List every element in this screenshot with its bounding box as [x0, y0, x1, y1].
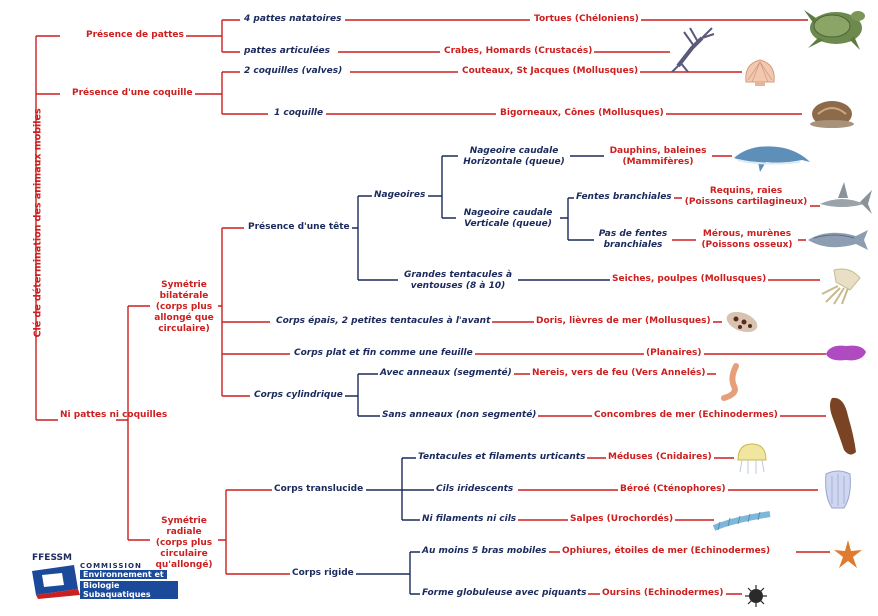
flatworm-icon — [826, 345, 866, 361]
salp-icon — [712, 511, 771, 531]
starfish-icon — [834, 540, 862, 568]
result-bigorneaux: Bigorneaux, Cônes (Mollusques) — [498, 108, 666, 119]
ffessm-logo: FFESSM COMMISSION Environnement et Biolo… — [28, 553, 178, 599]
label-cils-iridescents: Cils iridescents — [434, 484, 516, 495]
sb-line-1: Symétrie — [161, 280, 207, 290]
result-planaires: (Planaires) — [644, 348, 704, 359]
fish-icon — [808, 230, 868, 250]
pf-line-2: branchiales — [603, 240, 663, 250]
lobster-icon — [671, 27, 715, 73]
sb-line-3: (corps plus — [155, 302, 213, 312]
cv-line-2: Verticale (queue) — [464, 219, 552, 229]
sea-urchin-icon — [745, 585, 767, 607]
label-pas-fentes: Pas de fentes branchiales — [594, 229, 672, 251]
label-fentes-branchiales: Fentes branchiales — [574, 192, 674, 203]
ch-line-2: Horizontale (queue) — [463, 157, 565, 167]
sr-line-5: qu'allongé) — [155, 560, 213, 570]
result-dauphins: Dauphins, baleines (Mammifères) — [604, 146, 712, 168]
label-avec-anneaux: Avec anneaux (segmenté) — [378, 368, 514, 379]
result-couteaux: Couteaux, St Jacques (Mollusques) — [460, 66, 641, 77]
merous-line-1: Mérous, murènes — [702, 229, 792, 239]
result-oursins: Oursins (Echinodermes) — [600, 588, 726, 599]
gt-line-2: ventouses (8 à 10) — [410, 281, 506, 291]
result-crabes: Crabes, Homards (Crustacés) — [442, 46, 595, 57]
dauphins-line-1: Dauphins, baleines — [609, 146, 707, 156]
squid-icon — [821, 268, 861, 305]
result-nereis: Nereis, vers de feu (Vers Annelés) — [530, 368, 708, 379]
comb-jelly-icon — [825, 470, 851, 509]
result-meduses: Méduses (Cnidaires) — [606, 452, 714, 463]
sb-line-2: bilatérale — [159, 291, 209, 301]
result-merous: Mérous, murènes (Poissons osseux) — [696, 229, 798, 251]
jellyfish-icon — [737, 443, 767, 474]
sr-line-2: radiale — [166, 527, 202, 537]
merous-line-2: (Poissons osseux) — [701, 240, 793, 250]
dolphin-icon — [734, 146, 810, 172]
pf-line-1: Pas de fentes — [598, 229, 668, 239]
logo-ffessm: FFESSM — [32, 553, 72, 563]
label-pattes-articulees: pattes articulées — [242, 46, 333, 57]
label-corps-plat: Corps plat et fin comme une feuille — [292, 348, 475, 359]
label-deux-coquilles: 2 coquilles (valves) — [242, 66, 345, 77]
label-presence-tete: Présence d'une tête — [246, 222, 352, 233]
label-corps-rigide: Corps rigide — [290, 568, 356, 579]
sb-line-5: circulaire) — [158, 324, 210, 334]
label-forme-globuleuse: Forme globuleuse avec piquants — [420, 588, 589, 599]
result-salpes: Salpes (Urochordés) — [568, 514, 676, 525]
snail-icon — [810, 101, 854, 128]
nudibranch-icon — [726, 311, 758, 333]
result-concombres: Concombres de mer (Echinodermes) — [592, 410, 780, 421]
label-grandes-tentacules: Grandes tentacules à ventouses (8 à 10) — [398, 270, 518, 292]
label-ni-pattes: Ni pattes ni coquilles — [58, 410, 167, 421]
sr-line-1: Symétrie — [161, 516, 207, 526]
result-tortues: Tortues (Chéloniens) — [532, 14, 641, 25]
label-symetrie-radiale: Symétrie radiale (corps plus circulaire … — [150, 516, 218, 571]
key-title: Clé de détermination des animaux mobiles — [32, 108, 44, 338]
sr-line-3: (corps plus — [155, 538, 213, 548]
logo-commission: COMMISSION — [80, 562, 142, 570]
result-doris: Doris, lièvres de mer (Mollusques) — [534, 316, 713, 327]
requins-line-2: (Poissons cartilagineux) — [684, 197, 808, 207]
flag-icon — [32, 565, 80, 599]
label-corps-translucide: Corps translucide — [272, 484, 366, 495]
result-beroe: Béroé (Cténophores) — [618, 484, 728, 495]
label-ni-filaments: Ni filaments ni cils — [420, 514, 519, 525]
label-symetrie-bilaterale: Symétrie bilatérale (corps plus allongé … — [150, 280, 218, 335]
bristleworm-icon — [721, 363, 739, 401]
scallop-icon — [745, 59, 775, 86]
shark-icon — [820, 182, 872, 214]
label-corps-cylindrique: Corps cylindrique — [252, 390, 345, 401]
cv-line-1: Nageoire caudale — [463, 208, 553, 218]
label-presence-coquille: Présence d'une coquille — [70, 88, 195, 99]
label-cinq-bras: Au moins 5 bras mobiles — [420, 546, 549, 557]
ch-line-1: Nageoire caudale — [469, 146, 559, 156]
label-presence-pattes: Présence de pattes — [84, 30, 186, 41]
sea-cucumber-icon — [830, 397, 856, 455]
label-caudale-verticale: Nageoire caudale Verticale (queue) — [456, 208, 560, 230]
result-requins: Requins, raies (Poissons cartilagineux) — [682, 186, 810, 208]
label-nageoires: Nageoires — [372, 190, 428, 201]
label-sans-anneaux: Sans anneaux (non segmenté) — [380, 410, 539, 421]
result-ophiures: Ophiures, étoiles de mer (Echinodermes) — [560, 546, 773, 557]
turtle-icon — [804, 10, 865, 50]
label-ni-pattes-text: Ni pattes ni coquilles — [60, 410, 168, 420]
result-seiches: Seiches, poulpes (Mollusques) — [610, 274, 769, 285]
label-caudale-horizontale: Nageoire caudale Horizontale (queue) — [458, 146, 570, 168]
logo-line-2: Biologie Subaquatiques — [80, 581, 178, 599]
label-une-coquille: 1 coquille — [272, 108, 326, 119]
label-tentacules-urticants: Tentacules et filaments urticants — [416, 452, 588, 463]
logo-line-1: Environnement et — [80, 570, 167, 579]
label-corps-epais: Corps épais, 2 petites tentacules à l'av… — [274, 316, 493, 327]
requins-line-1: Requins, raies — [709, 186, 783, 196]
sr-line-4: circulaire — [160, 549, 208, 559]
sb-line-4: allongé que — [154, 313, 214, 323]
gt-line-1: Grandes tentacules à — [403, 270, 513, 280]
dauphins-line-2: (Mammifères) — [622, 157, 694, 167]
label-pattes-natatoires: 4 pattes natatoires — [242, 14, 344, 25]
